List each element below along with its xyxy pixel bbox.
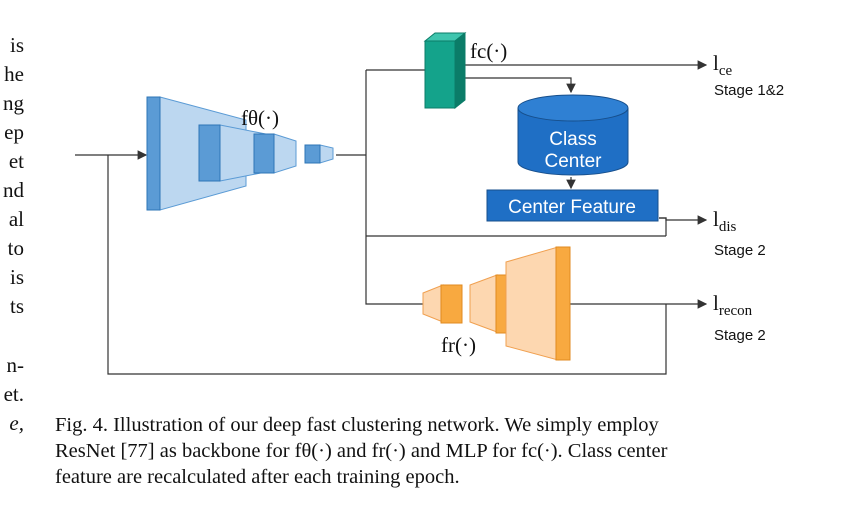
- f-c-label: fc(·): [470, 39, 507, 63]
- loss-dis-base: l: [713, 207, 719, 231]
- svg-text:lce: lce: [713, 51, 733, 79]
- class-center-label-2: Center: [544, 151, 602, 172]
- caption-line-3: feature are recalculated after each trai…: [55, 466, 460, 488]
- loss-recon-sub: recon: [719, 303, 753, 319]
- left-column-text: is he ng ep et nd al to is ts n- et. e,: [0, 0, 26, 524]
- left-fragment: ts: [9, 294, 24, 318]
- loss-dis-sub: dis: [719, 219, 737, 235]
- left-fragment: et.: [3, 382, 24, 406]
- loss-ce-base: l: [713, 51, 719, 75]
- f-theta-label: fθ(·): [241, 106, 279, 130]
- svg-text:lrecon: lrecon: [713, 291, 753, 319]
- left-fragment: he: [4, 62, 24, 86]
- figure-caption: Fig. 4. Illustration of our deep fast cl…: [55, 412, 815, 490]
- loss-dis-stage: Stage 2: [714, 242, 766, 259]
- encoder-block: [146, 96, 334, 211]
- connector-lines: [75, 60, 708, 375]
- left-fragment: e,: [9, 411, 24, 435]
- center-feature-label: Center Feature: [508, 197, 636, 218]
- class-center-label-1: Class: [549, 129, 597, 150]
- left-fragment: is: [9, 265, 24, 289]
- loss-ce: lce Stage 1&2: [713, 51, 784, 99]
- center-feature-box: Center Feature: [486, 189, 659, 222]
- left-fragment: ng: [3, 91, 24, 115]
- caption-line-2: ResNet [77] as backbone for fθ(·) and fr…: [55, 440, 668, 462]
- loss-recon-stage: Stage 2: [714, 327, 766, 344]
- left-fragment: nd: [3, 178, 24, 202]
- decoder-block: [422, 246, 571, 361]
- left-fragment: to: [7, 236, 24, 260]
- left-fragment: et: [8, 149, 24, 173]
- f-r-label: fr(·): [441, 333, 476, 357]
- svg-text:ldis: ldis: [713, 207, 737, 235]
- left-fragment: n-: [6, 353, 25, 377]
- class-center-database: Class Center: [517, 94, 629, 176]
- left-fragment: is: [9, 33, 24, 57]
- caption-line-1: Fig. 4. Illustration of our deep fast cl…: [55, 414, 659, 436]
- loss-ce-sub: ce: [719, 63, 733, 79]
- loss-ce-stage: Stage 1&2: [714, 82, 784, 99]
- loss-recon-base: l: [713, 291, 719, 315]
- loss-dis: ldis Stage 2: [713, 207, 766, 259]
- left-fragment: ep: [4, 120, 24, 144]
- loss-recon: lrecon Stage 2: [713, 291, 766, 344]
- fc-block: [423, 31, 467, 110]
- left-fragment: al: [8, 207, 24, 231]
- network-diagram: Class Center Center Feature fθ(·) fc(·) …: [75, 31, 784, 375]
